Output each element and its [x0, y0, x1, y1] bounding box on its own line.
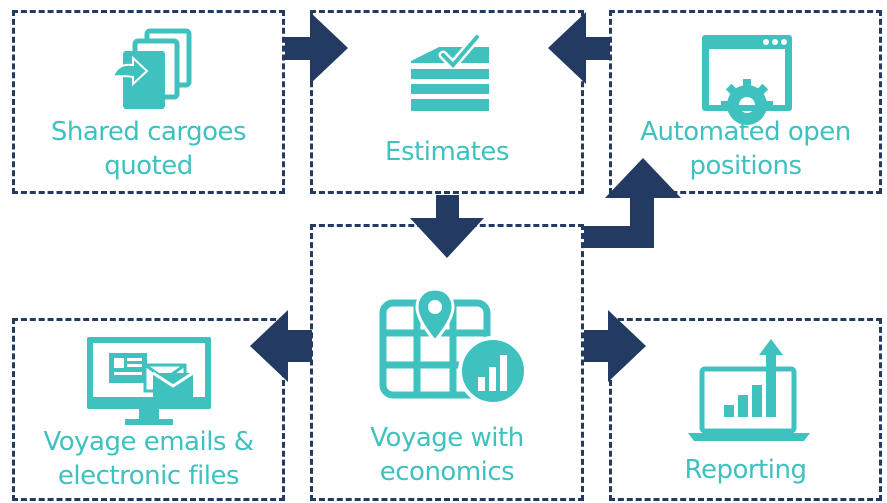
- checked-stack-icon: [411, 32, 489, 111]
- arrow-open-positions-to-estimates: [548, 12, 610, 84]
- arrow-estimates-to-voyage: [410, 195, 484, 258]
- arrow-voyage-to-emails: [250, 310, 312, 382]
- map-pin-chart-icon: [379, 287, 528, 406]
- laptop-growth-chart-icon: [688, 339, 810, 441]
- arrow-shared-cargoes-to-estimates: [285, 12, 348, 84]
- node-voyage-emails: Voyage emails & electronic files: [12, 318, 285, 501]
- node-label-line-2: economics: [379, 457, 515, 487]
- node-label-line-2: positions: [689, 151, 802, 181]
- node-label-line-1: Estimates: [385, 137, 509, 167]
- node-label-line-1: Voyage emails &: [43, 427, 254, 457]
- documents-icon: [111, 28, 192, 109]
- node-label-line-1: Voyage with: [370, 423, 524, 453]
- node-label-line-1: Shared cargoes: [50, 117, 247, 147]
- node-label-line-2: quoted: [104, 151, 193, 181]
- arrow-voyage-to-open-positions: [584, 158, 681, 248]
- browser-gear-icon: [702, 35, 792, 125]
- node-reporting: Reporting: [609, 318, 882, 501]
- node-voyage-with-economics: Voyage with economics: [310, 224, 584, 501]
- monitor-mail-icon: [87, 337, 211, 425]
- node-label-line-2: electronic files: [57, 461, 240, 491]
- arrow-voyage-to-reporting: [584, 310, 646, 382]
- node-shared-cargoes: Shared cargoes quoted: [12, 10, 285, 194]
- node-label-line-1: Reporting: [684, 455, 807, 485]
- node-label-line-1: Automated open: [640, 117, 851, 147]
- node-automated-open-positions: Automated open positions: [609, 10, 882, 194]
- node-estimates: Estimates: [310, 10, 584, 194]
